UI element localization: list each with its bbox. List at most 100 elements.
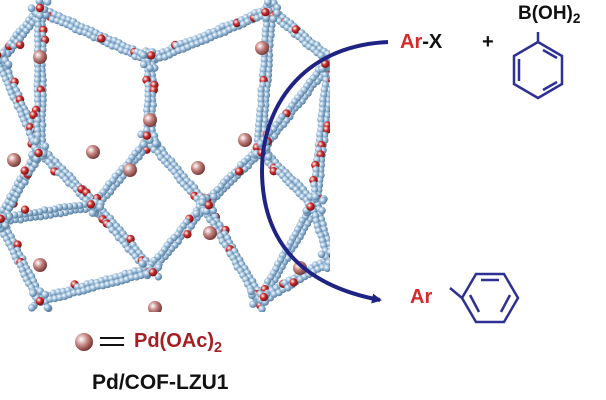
framework-atom <box>273 3 282 12</box>
framework-atom <box>43 303 52 312</box>
framework-atom <box>4 60 13 69</box>
pd-sphere <box>293 261 307 275</box>
oxygen-atom <box>289 278 298 287</box>
oxygen-atom <box>0 214 5 223</box>
oxygen-atom <box>35 297 45 306</box>
framework-atom <box>5 213 13 221</box>
reactant-halide-label: -X <box>422 31 443 53</box>
oxygen-atom <box>183 230 192 239</box>
framework-atom <box>33 71 42 79</box>
oxygen-atom <box>291 25 301 34</box>
oxygen-atom <box>321 59 330 68</box>
oxygen-atom <box>20 166 29 175</box>
framework-atom <box>66 202 74 211</box>
framework-atom <box>32 137 40 146</box>
framework-atom <box>264 153 273 161</box>
pd-sphere <box>33 50 47 64</box>
framework-atom <box>96 203 104 211</box>
framework-atom <box>38 136 47 144</box>
framework-atom <box>152 139 160 148</box>
framework-atom <box>88 209 97 217</box>
pd-sphere-icon <box>75 333 124 351</box>
framework-atom <box>39 91 47 99</box>
oxygen-atom <box>148 268 158 277</box>
framework-atom <box>318 206 326 215</box>
plus-sign: + <box>482 31 494 53</box>
framework-atom <box>138 259 146 268</box>
reactant-aryl-label: Ar <box>400 31 423 53</box>
framework-atom <box>317 51 326 60</box>
oxygen-atom <box>204 200 213 210</box>
oxygen-atom <box>0 52 2 59</box>
framework-atom <box>34 91 42 99</box>
pd-sphere <box>86 145 100 159</box>
framework-atom <box>258 305 266 312</box>
reactant-aryl-halide: Ar-X <box>400 32 442 52</box>
framework-atom <box>139 51 148 59</box>
framework-atom <box>311 192 320 201</box>
framework-atom <box>247 287 255 296</box>
framework-atom <box>256 139 265 148</box>
oxygen-atom <box>306 202 315 211</box>
figure-caption: Pd/COF-LZU1 <box>92 371 229 394</box>
pd-sphere <box>203 226 217 240</box>
oxygen-atom <box>16 40 25 50</box>
pd-sphere <box>238 133 252 147</box>
framework-atom <box>209 192 218 201</box>
pd-sphere <box>33 258 47 272</box>
pd-sphere <box>191 161 205 175</box>
framework-atom <box>139 140 148 149</box>
oxygen-atom <box>86 200 96 209</box>
oxygen-atom <box>13 240 22 249</box>
framework-atom <box>249 300 257 308</box>
pd-sphere <box>148 301 162 312</box>
framework-atom <box>46 206 54 214</box>
framework-atom <box>192 209 201 218</box>
catalyst-main-text: Pd(OAc) <box>134 330 214 352</box>
framework-atom <box>154 272 163 281</box>
oxygen-atom <box>142 131 152 140</box>
framework-atom <box>264 0 272 6</box>
pd-sphere <box>123 163 137 177</box>
framework-atom <box>140 60 148 69</box>
framework-atom <box>146 64 154 72</box>
framework-atom <box>144 86 152 94</box>
product-benzene-ring-icon <box>449 272 520 324</box>
oxygen-atom <box>259 292 269 302</box>
pd-sphere <box>7 153 21 167</box>
framework-atom <box>144 81 152 89</box>
framework-atom <box>27 4 36 12</box>
pd-sphere <box>143 113 157 127</box>
oxygen-atom <box>97 34 106 43</box>
catalyst-subscript: 2 <box>214 339 223 356</box>
oxygen-atom <box>29 110 38 120</box>
framework-atom <box>56 210 65 218</box>
framework-atom <box>28 304 36 312</box>
oxygen-atom <box>146 51 156 60</box>
oxygen-atom <box>261 8 270 17</box>
framework-atom <box>41 290 49 299</box>
oxygen-atom <box>34 148 43 158</box>
framework-atom <box>29 289 37 298</box>
framework-atom <box>267 26 275 34</box>
framework-atom <box>0 49 7 57</box>
boronic-subscript: 2 <box>572 11 581 27</box>
oxygen-atom <box>235 167 244 176</box>
framework-atom <box>0 222 3 229</box>
framework-atom <box>144 91 152 99</box>
benzene-ring-icon <box>512 32 564 100</box>
pd-sphere <box>255 41 269 55</box>
framework-atom <box>319 196 327 205</box>
oxygen-atom <box>20 205 30 214</box>
framework-atom <box>43 0 52 6</box>
catalyst-legend-label: Pd(OAc)2 <box>134 330 222 355</box>
boronic-acid-label: B(OH)2 <box>518 4 581 27</box>
framework-atom <box>16 216 25 224</box>
framework-atom <box>317 250 326 259</box>
cof-framework-image <box>0 0 330 312</box>
framework-atom <box>269 15 278 23</box>
framework-atom <box>35 0 43 5</box>
framework-atom <box>154 263 163 272</box>
framework-atom <box>41 142 50 150</box>
